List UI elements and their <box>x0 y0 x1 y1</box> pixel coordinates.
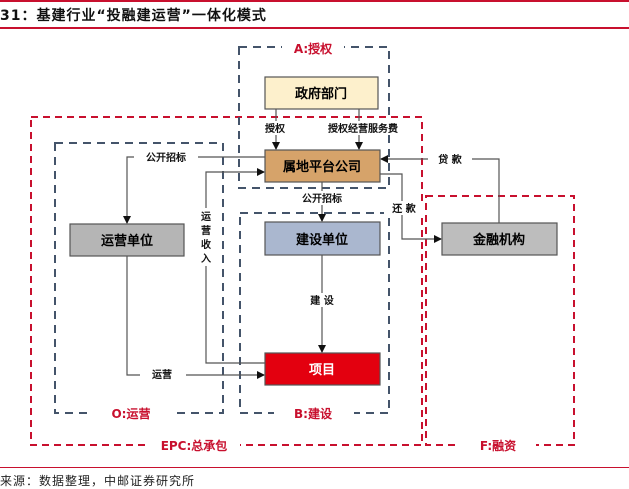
node-project-label: 项目 <box>309 363 335 378</box>
edge-label-loan: 贷 款 <box>437 153 462 166</box>
node-platform: 属地平台公司 <box>264 149 381 183</box>
node-builder: 建设单位 <box>264 221 381 256</box>
node-government: 政府部门 <box>264 76 379 110</box>
edge-label-operating-income-3: 收 <box>201 238 211 251</box>
edge-label-service-fee: 授权经营服务费 <box>328 122 398 135</box>
title-bottom-rule <box>0 27 629 29</box>
source-top-rule <box>0 467 629 468</box>
node-project: 项目 <box>264 352 381 386</box>
zone-label-construction: B:建设 <box>294 406 333 421</box>
edge-operating-income <box>205 168 265 364</box>
edge-operate <box>126 256 265 379</box>
node-operator: 运营单位 <box>69 223 185 257</box>
node-finance: 金融机构 <box>441 222 558 256</box>
edge-label-operating-income-2: 营 <box>201 224 211 237</box>
zone-label-financing: F:融资 <box>480 438 516 453</box>
edge-tender-operator <box>123 156 265 224</box>
node-platform-label: 属地平台公司 <box>283 159 361 175</box>
node-finance-label: 金融机构 <box>472 232 525 248</box>
edge-loan <box>380 155 500 223</box>
zone-label-epc: EPC:总承包 <box>161 438 228 453</box>
edge-label-build: 建 设 <box>309 294 333 307</box>
node-builder-label: 建设单位 <box>296 232 348 248</box>
zone-label-operation: O:运营 <box>111 406 150 421</box>
edge-label-tender-operator: 公开招标 <box>146 151 186 164</box>
edge-label-operating-income-4: 入 <box>201 253 211 265</box>
node-operator-label: 运营单位 <box>101 233 153 249</box>
figure-title: 31：基建行业“投融建运营”一体化模式 <box>0 8 267 24</box>
node-government-label: 政府部门 <box>295 86 347 102</box>
edge-label-authorize: 授权 <box>265 122 286 135</box>
zone-operation-box <box>54 142 224 414</box>
edge-label-tender-builder: 公开招标 <box>302 192 342 205</box>
zone-label-authorization: A:授权 <box>294 41 333 56</box>
edge-label-operate: 运营 <box>152 368 172 381</box>
edge-label-repay: 还 款 <box>391 202 416 215</box>
figure-source: 来源：数据整理，中邮证券研究所 <box>0 474 196 488</box>
title-top-rule <box>0 0 629 2</box>
edge-label-operating-income-1: 运 <box>201 211 211 223</box>
